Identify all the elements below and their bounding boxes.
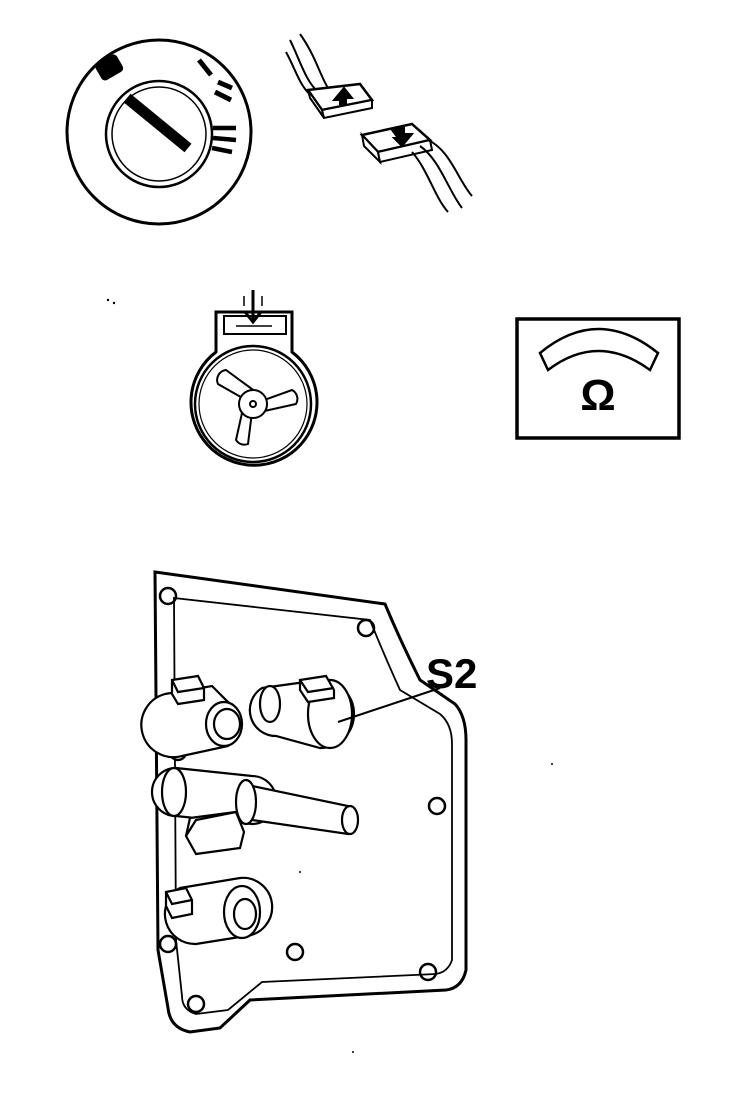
press-arrow-icon — [243, 290, 263, 325]
ohmmeter-scale-arc — [538, 327, 660, 372]
bolt-hole — [356, 618, 376, 638]
bolt-hole — [186, 994, 206, 1014]
connector-arrow-down-icon — [390, 126, 415, 148]
bolt-hole — [285, 942, 305, 962]
relay-label-plate — [223, 315, 287, 335]
position-mark-iii — [211, 125, 237, 155]
plate-gasket-line — [173, 596, 453, 1015]
relay-tripod-knob — [216, 368, 299, 446]
bolt-hole — [158, 934, 178, 954]
ignition-lock-cylinder — [104, 79, 214, 189]
solenoid-lower — [163, 876, 274, 946]
ignition-switch — [65, 38, 253, 226]
bolt-hole — [427, 796, 447, 816]
position-mark-i — [197, 58, 213, 77]
connector-plug-upper — [305, 82, 375, 120]
ohmmeter-display: Ω — [515, 317, 681, 440]
thermal-relay-unit — [106, 290, 319, 467]
relay-housing — [189, 310, 319, 467]
bolt-hole — [418, 962, 438, 982]
ignition-outer-ring — [65, 38, 253, 226]
position-mark-ii — [213, 79, 233, 103]
bolt-hole — [158, 586, 178, 606]
key-slot — [123, 93, 192, 153]
connector-plug-lower — [359, 122, 434, 166]
callout-leader-s2 — [337, 687, 441, 723]
wire-connector-pair — [285, 33, 473, 213]
callout-label-s2: S2 — [426, 650, 477, 697]
plate-outline — [153, 570, 468, 1034]
ohm-symbol: Ω — [580, 371, 615, 420]
solenoid-upper-left — [140, 674, 244, 759]
solenoid-s2 — [248, 674, 356, 750]
connector-arrow-up-icon — [331, 86, 355, 105]
position-mark-0 — [95, 54, 124, 81]
valve-body-plate: S2 — [140, 570, 553, 1053]
shift-valve-shaft — [150, 766, 360, 856]
